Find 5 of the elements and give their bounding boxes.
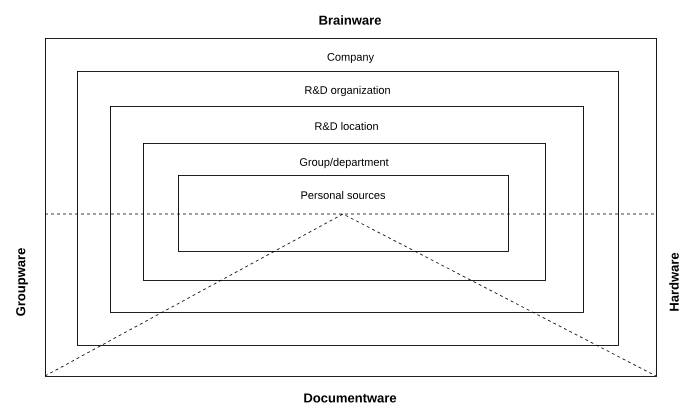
nested-box: Personal sources (178, 175, 509, 252)
axis-label: Groupware (16, 248, 28, 316)
axis-label: Documentware (304, 393, 396, 403)
axis-label: Brainware (319, 15, 381, 25)
axis-label: Hardware (669, 252, 679, 311)
